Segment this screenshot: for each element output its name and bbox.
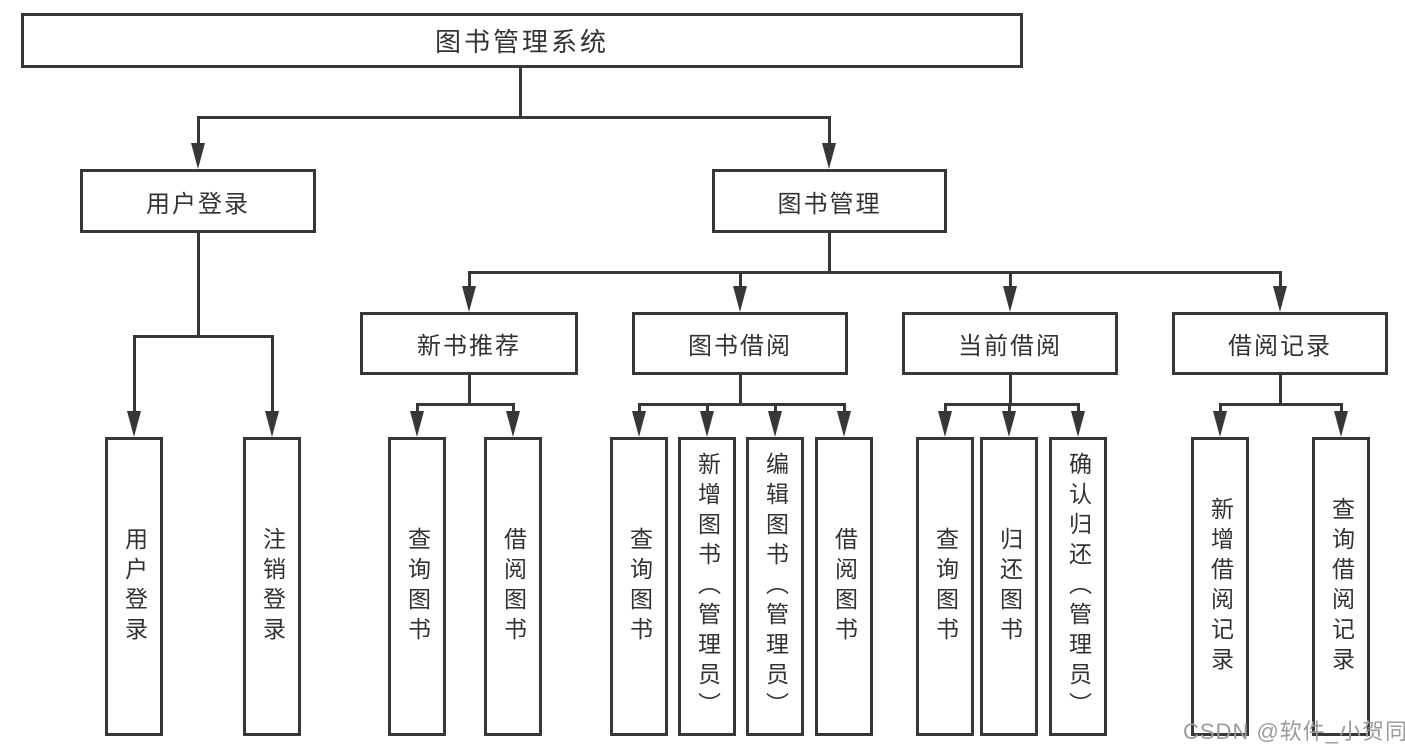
connector-line: [415, 402, 515, 406]
arrowhead-down-icon: [1002, 286, 1017, 312]
connector-line: [637, 402, 846, 406]
node-label: 图书借阅: [688, 333, 792, 360]
leaf-current-return-book: 归还图书: [980, 437, 1038, 736]
connector-line: [738, 272, 742, 286]
csdn-watermark: CSDN @软件_小贺同学: [1183, 719, 1405, 744]
leaf-borrow-edit-book-admin: 编辑图书（管理员）: [746, 437, 804, 736]
arrowhead-down-icon: [631, 411, 646, 437]
connector-line: [773, 404, 777, 411]
node-label: 用户登录: [146, 190, 250, 218]
arrowhead-down-icon: [126, 411, 141, 437]
node-label: 图书管理: [777, 190, 882, 218]
connector-line: [827, 117, 831, 144]
node-borrow-records: 借阅记录: [1172, 312, 1388, 375]
node-label: 确认归还（管理员）: [1065, 451, 1092, 722]
leaf-borrow-add-book-admin: 新增图书（管理员）: [678, 437, 736, 736]
arrowhead-down-icon: [1272, 286, 1287, 312]
arrowhead-down-icon: [836, 411, 851, 437]
leaf-user-login: 用户登录: [105, 437, 163, 736]
connector-line: [1278, 272, 1282, 286]
connector-line: [637, 404, 641, 411]
node-label: 查询借阅记录: [1328, 496, 1355, 677]
connector-line: [1218, 404, 1222, 411]
connector-line: [1218, 402, 1343, 406]
node-label: 借阅图书: [831, 526, 858, 647]
connector-line: [1076, 404, 1080, 411]
connector-line: [842, 404, 846, 411]
connector-line: [1339, 404, 1343, 411]
leaf-recommend-query-book: 查询图书: [388, 437, 446, 736]
arrowhead-down-icon: [264, 411, 279, 437]
connector-line: [1008, 375, 1012, 404]
node-label: 新增借阅记录: [1207, 496, 1234, 677]
connector-line: [705, 404, 709, 411]
connector-line: [467, 272, 471, 286]
arrowhead-down-icon: [732, 286, 747, 312]
leaf-borrow-borrow-book: 借阅图书: [815, 437, 873, 736]
connector-line: [1008, 272, 1012, 286]
connector-line: [738, 375, 742, 404]
node-root: 图书管理系统: [21, 13, 1023, 68]
arrowhead-down-icon: [699, 411, 714, 437]
connector-line: [827, 233, 831, 272]
arrowhead-down-icon: [461, 286, 476, 312]
node-label: 查询图书: [626, 526, 653, 647]
connector-line: [943, 402, 1080, 406]
node-label: 新增图书（管理员）: [694, 451, 721, 722]
arrowhead-down-icon: [1001, 411, 1016, 437]
arrowhead-down-icon: [505, 411, 520, 437]
node-book-borrow: 图书借阅: [632, 312, 848, 375]
connector-line: [196, 117, 200, 144]
arrowhead-down-icon: [1070, 411, 1085, 437]
node-label: 查询图书: [932, 526, 959, 647]
connector-line: [270, 336, 274, 411]
connector-line: [467, 270, 1282, 274]
connector-line: [1278, 375, 1282, 404]
arrowhead-down-icon: [409, 411, 424, 437]
leaf-borrow-query-book: 查询图书: [610, 437, 668, 736]
leaf-records-add-record: 新增借阅记录: [1191, 437, 1249, 736]
connector-line: [197, 115, 831, 119]
node-label: 编辑图书（管理员）: [762, 451, 789, 722]
connector-line: [132, 334, 274, 338]
connector-line: [1007, 404, 1011, 411]
arrowhead-down-icon: [767, 411, 782, 437]
node-label: 图书管理系统: [434, 27, 609, 57]
node-label: 注销登录: [259, 526, 286, 647]
node-label: 用户登录: [121, 526, 148, 647]
connector-line: [132, 336, 136, 411]
arrowhead-down-icon: [1212, 411, 1227, 437]
connector-line: [467, 375, 471, 404]
leaf-recommend-borrow-book: 借阅图书: [484, 437, 542, 736]
leaf-current-query-book: 查询图书: [916, 437, 974, 736]
node-label: 归还图书: [996, 526, 1023, 647]
connector-line: [518, 68, 522, 117]
node-label: 新书推荐: [417, 333, 521, 360]
leaf-current-confirm-return-admin: 确认归还（管理员）: [1049, 437, 1107, 736]
leaf-records-query-record: 查询借阅记录: [1312, 437, 1370, 736]
node-new-book-recommend: 新书推荐: [360, 312, 578, 375]
node-label: 借阅记录: [1228, 333, 1332, 360]
connector-line: [196, 233, 200, 336]
leaf-logout-login: 注销登录: [243, 437, 301, 736]
connector-line: [511, 404, 515, 411]
connector-line: [415, 404, 419, 411]
arrowhead-down-icon: [190, 143, 205, 169]
node-current-borrow: 当前借阅: [902, 312, 1118, 375]
node-book-management: 图书管理: [712, 169, 947, 233]
arrowhead-down-icon: [1333, 411, 1348, 437]
arrowhead-down-icon: [937, 411, 952, 437]
node-label: 当前借阅: [958, 333, 1062, 360]
arrowhead-down-icon: [821, 143, 836, 169]
node-user-login: 用户登录: [80, 169, 316, 233]
connector-line: [943, 404, 947, 411]
node-label: 查询图书: [404, 526, 431, 647]
node-label: 借阅图书: [500, 526, 527, 647]
